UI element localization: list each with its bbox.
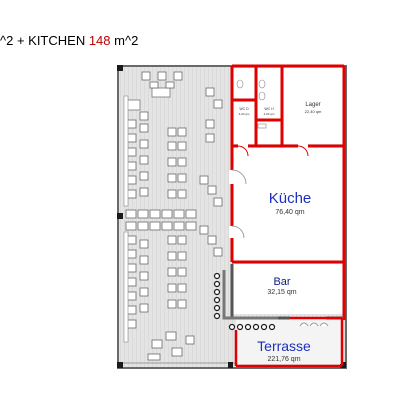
caption: ^2 + KITCHEN 148 m^2 <box>0 33 138 48</box>
terrasse-label: Terrasse <box>257 338 311 354</box>
lager-label: Lager <box>305 102 320 108</box>
dining-tables <box>125 71 223 361</box>
terrace-planters <box>299 322 329 327</box>
wc1-label: WC D <box>239 107 249 111</box>
kitchen-area-value: 148 <box>88 33 111 48</box>
wall-bench <box>123 231 129 343</box>
caption-prefix: ^2 + KITCHEN <box>0 33 89 48</box>
kuche-label: Küche <box>269 190 312 207</box>
column <box>117 213 123 219</box>
wall-bench <box>123 95 129 207</box>
column <box>228 362 233 368</box>
sofa <box>151 87 171 98</box>
bar-floor <box>232 264 344 314</box>
bar-area: 32,15 qm <box>267 289 296 296</box>
bar-label: Bar <box>273 276 290 288</box>
kuche-area: 76,40 qm <box>275 209 304 216</box>
kitchen-floor <box>232 146 344 262</box>
wc1-area: 4,00 qm <box>239 112 250 116</box>
bar-counter <box>222 270 278 320</box>
column <box>117 65 123 71</box>
bar-stools <box>213 272 276 331</box>
wc2-area: 4,00 qm <box>264 112 275 116</box>
terrace-walls <box>234 316 344 368</box>
terrasse-area: 221,76 qm <box>267 356 300 363</box>
caption-suffix: m^2 <box>110 33 139 48</box>
service-floor <box>232 68 344 144</box>
wc-fixtures <box>236 79 267 129</box>
lager-area: 22,40 qm <box>305 109 322 114</box>
wc2-label: WC H <box>264 107 274 111</box>
column <box>117 362 123 368</box>
